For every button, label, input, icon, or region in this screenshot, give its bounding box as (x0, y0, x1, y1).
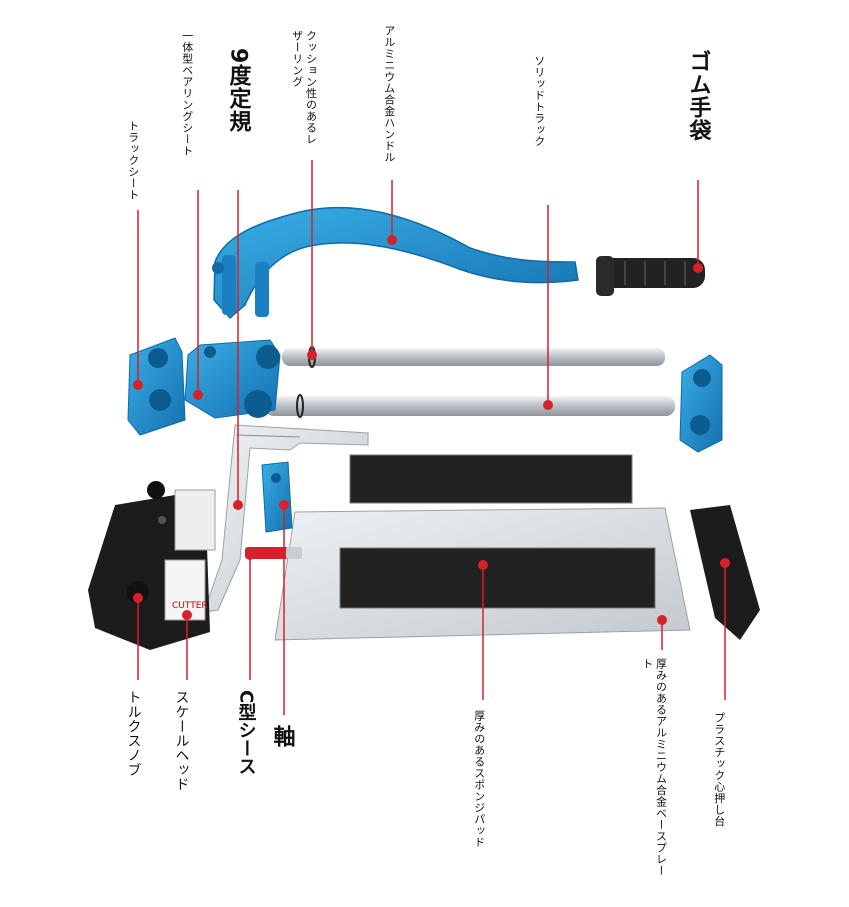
label-solid-track: ソリッドトラック (532, 55, 546, 147)
right-track-seat (679, 354, 723, 453)
label-c-sheath: C型シース (235, 690, 257, 776)
aluminium-handle (212, 206, 579, 320)
label-rubber-grip: ゴム手袋 (685, 50, 711, 142)
angle-ruler (203, 424, 369, 613)
label-plastic-support: プラスチック心押し台 (712, 712, 726, 827)
leader-dots (133, 235, 730, 625)
label-protractor: 9度定規 (225, 48, 251, 134)
c-sheath (261, 461, 293, 533)
axis-pin (245, 547, 302, 559)
label-axis: 軸 (269, 725, 295, 748)
label-laser-ring: クッション性のあるレザーリング (290, 30, 318, 145)
label-scale-head: スケールヘッド (173, 690, 190, 792)
label-bearing-seat: 一体型ベアリングシート (180, 30, 194, 157)
label-torque-knob: トルクスノブ (125, 690, 142, 777)
leader-lines (137, 160, 726, 715)
label-track-seat: トラックシート (126, 120, 140, 201)
label-sponge-pad: 厚みのあるスポンジパッド (472, 710, 486, 848)
label-base-plate: 厚みのあるアルミニウム合金ベースプレート (640, 658, 668, 877)
left-track-seat (127, 337, 186, 436)
rubber-grip (596, 256, 705, 296)
scale-brand-text: CUTTER (172, 601, 208, 611)
cutter-head: CUTTER (88, 481, 216, 650)
bearing-seat (184, 339, 281, 419)
solid-rods (265, 346, 675, 418)
label-handle: アルミニウム合金ハンドル (382, 25, 396, 163)
